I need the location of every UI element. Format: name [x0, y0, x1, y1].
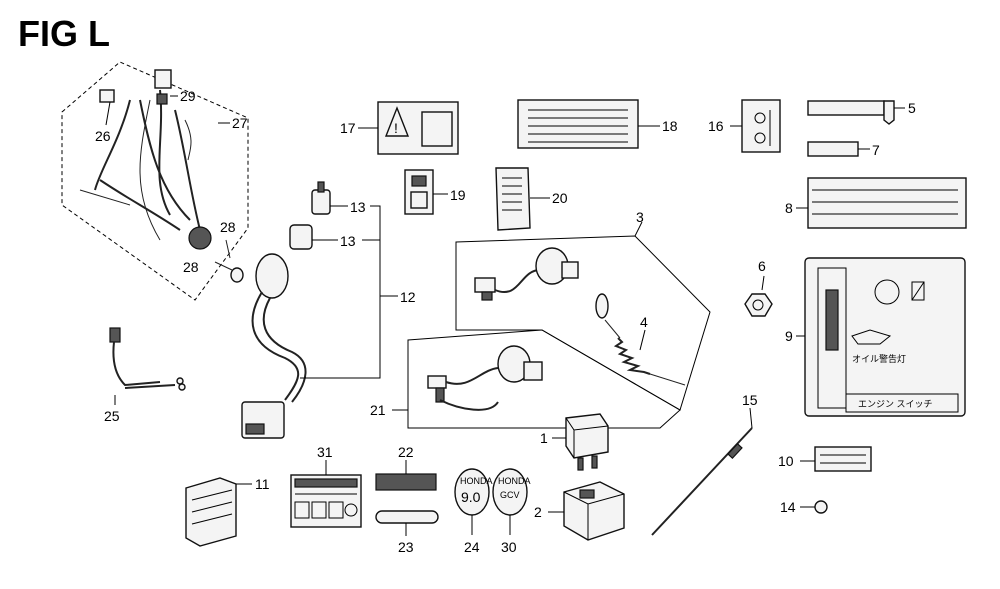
callout-26: 26 — [95, 128, 111, 144]
callout-8: 8 — [785, 200, 793, 216]
leader-6 — [761, 275, 765, 291]
callout-12: 12 — [400, 289, 416, 305]
switch-cable-12 — [241, 181, 331, 439]
callout-24: 24 — [464, 539, 480, 555]
callout-21: 21 — [370, 402, 386, 418]
badge-30: HONDA GCV — [492, 468, 531, 516]
label-5 — [807, 100, 885, 116]
screw-14 — [814, 500, 828, 514]
badge-24: HONDA 9.0 — [454, 468, 493, 516]
part-11 — [185, 477, 237, 547]
callout-28a: 28 — [220, 219, 236, 235]
label-20 — [495, 167, 531, 231]
callout-23: 23 — [398, 539, 414, 555]
group-box-21 — [407, 329, 681, 429]
badge-30-value: GCV — [500, 490, 520, 500]
callout-25: 25 — [104, 408, 120, 424]
callout-20: 20 — [552, 190, 568, 206]
leader-3 — [634, 221, 643, 237]
callout-18: 18 — [662, 118, 678, 134]
label-31 — [290, 474, 362, 528]
callout-3: 3 — [636, 209, 644, 225]
figure-title: FIG L — [18, 13, 110, 54]
control-panel-9: オイル警告灯 エンジン スイッチ — [804, 257, 966, 417]
leader-4 — [639, 329, 646, 351]
callout-5: 5 — [908, 100, 916, 116]
callout-29: 29 — [180, 88, 196, 104]
callout-4: 4 — [640, 314, 648, 330]
callout-13b: 13 — [340, 233, 356, 249]
label-10 — [814, 446, 872, 472]
callout-27: 27 — [232, 115, 248, 131]
callout-17: 17 — [340, 120, 356, 136]
nut-6 — [744, 293, 773, 317]
coil-assembly-4 — [595, 293, 686, 386]
callout-1: 1 — [540, 430, 548, 446]
callout-6: 6 — [758, 258, 766, 274]
panel-switch-text: エンジン スイッチ — [858, 399, 933, 409]
callout-19: 19 — [450, 187, 466, 203]
callout-30: 30 — [501, 539, 517, 555]
bracket-12 — [300, 205, 398, 379]
label-19 — [404, 169, 434, 215]
callout-22: 22 — [398, 444, 414, 460]
group-box-3 — [455, 235, 711, 411]
callout-7: 7 — [872, 142, 880, 158]
badge-24-value: 9.0 — [461, 489, 481, 505]
label-23 — [375, 510, 439, 524]
callout-10: 10 — [778, 453, 794, 469]
callout-31: 31 — [317, 444, 333, 460]
label-22 — [375, 473, 437, 491]
label-18 — [517, 99, 639, 149]
lead-wire-25 — [109, 327, 186, 391]
label-16 — [741, 99, 781, 153]
callout-28b: 28 — [183, 259, 199, 275]
sensor-assembly-21 — [427, 345, 543, 411]
label-8 — [807, 177, 967, 229]
relay-1 — [565, 413, 609, 471]
sensor-assembly-3 — [474, 247, 579, 301]
rod-15 — [651, 427, 753, 536]
leader-26 — [105, 101, 111, 126]
warning-label-17: ! — [377, 101, 459, 155]
callout-16: 16 — [708, 118, 724, 134]
callout-15: 15 — [742, 392, 758, 408]
wire-harness — [79, 69, 244, 283]
callout-11: 11 — [255, 476, 270, 492]
badge-24-top: HONDA — [460, 476, 493, 486]
badge-30-top: HONDA — [498, 476, 531, 486]
callout-14: 14 — [780, 499, 796, 515]
leader-15 — [749, 407, 753, 429]
label-7 — [807, 141, 859, 157]
label-5-tab — [883, 100, 895, 125]
callout-13a: 13 — [350, 199, 366, 215]
block-2 — [563, 481, 625, 541]
callout-2: 2 — [534, 504, 542, 520]
svg-text:!: ! — [394, 120, 398, 136]
panel-oil-text: オイル警告灯 — [852, 353, 906, 364]
callout-9: 9 — [785, 328, 793, 344]
